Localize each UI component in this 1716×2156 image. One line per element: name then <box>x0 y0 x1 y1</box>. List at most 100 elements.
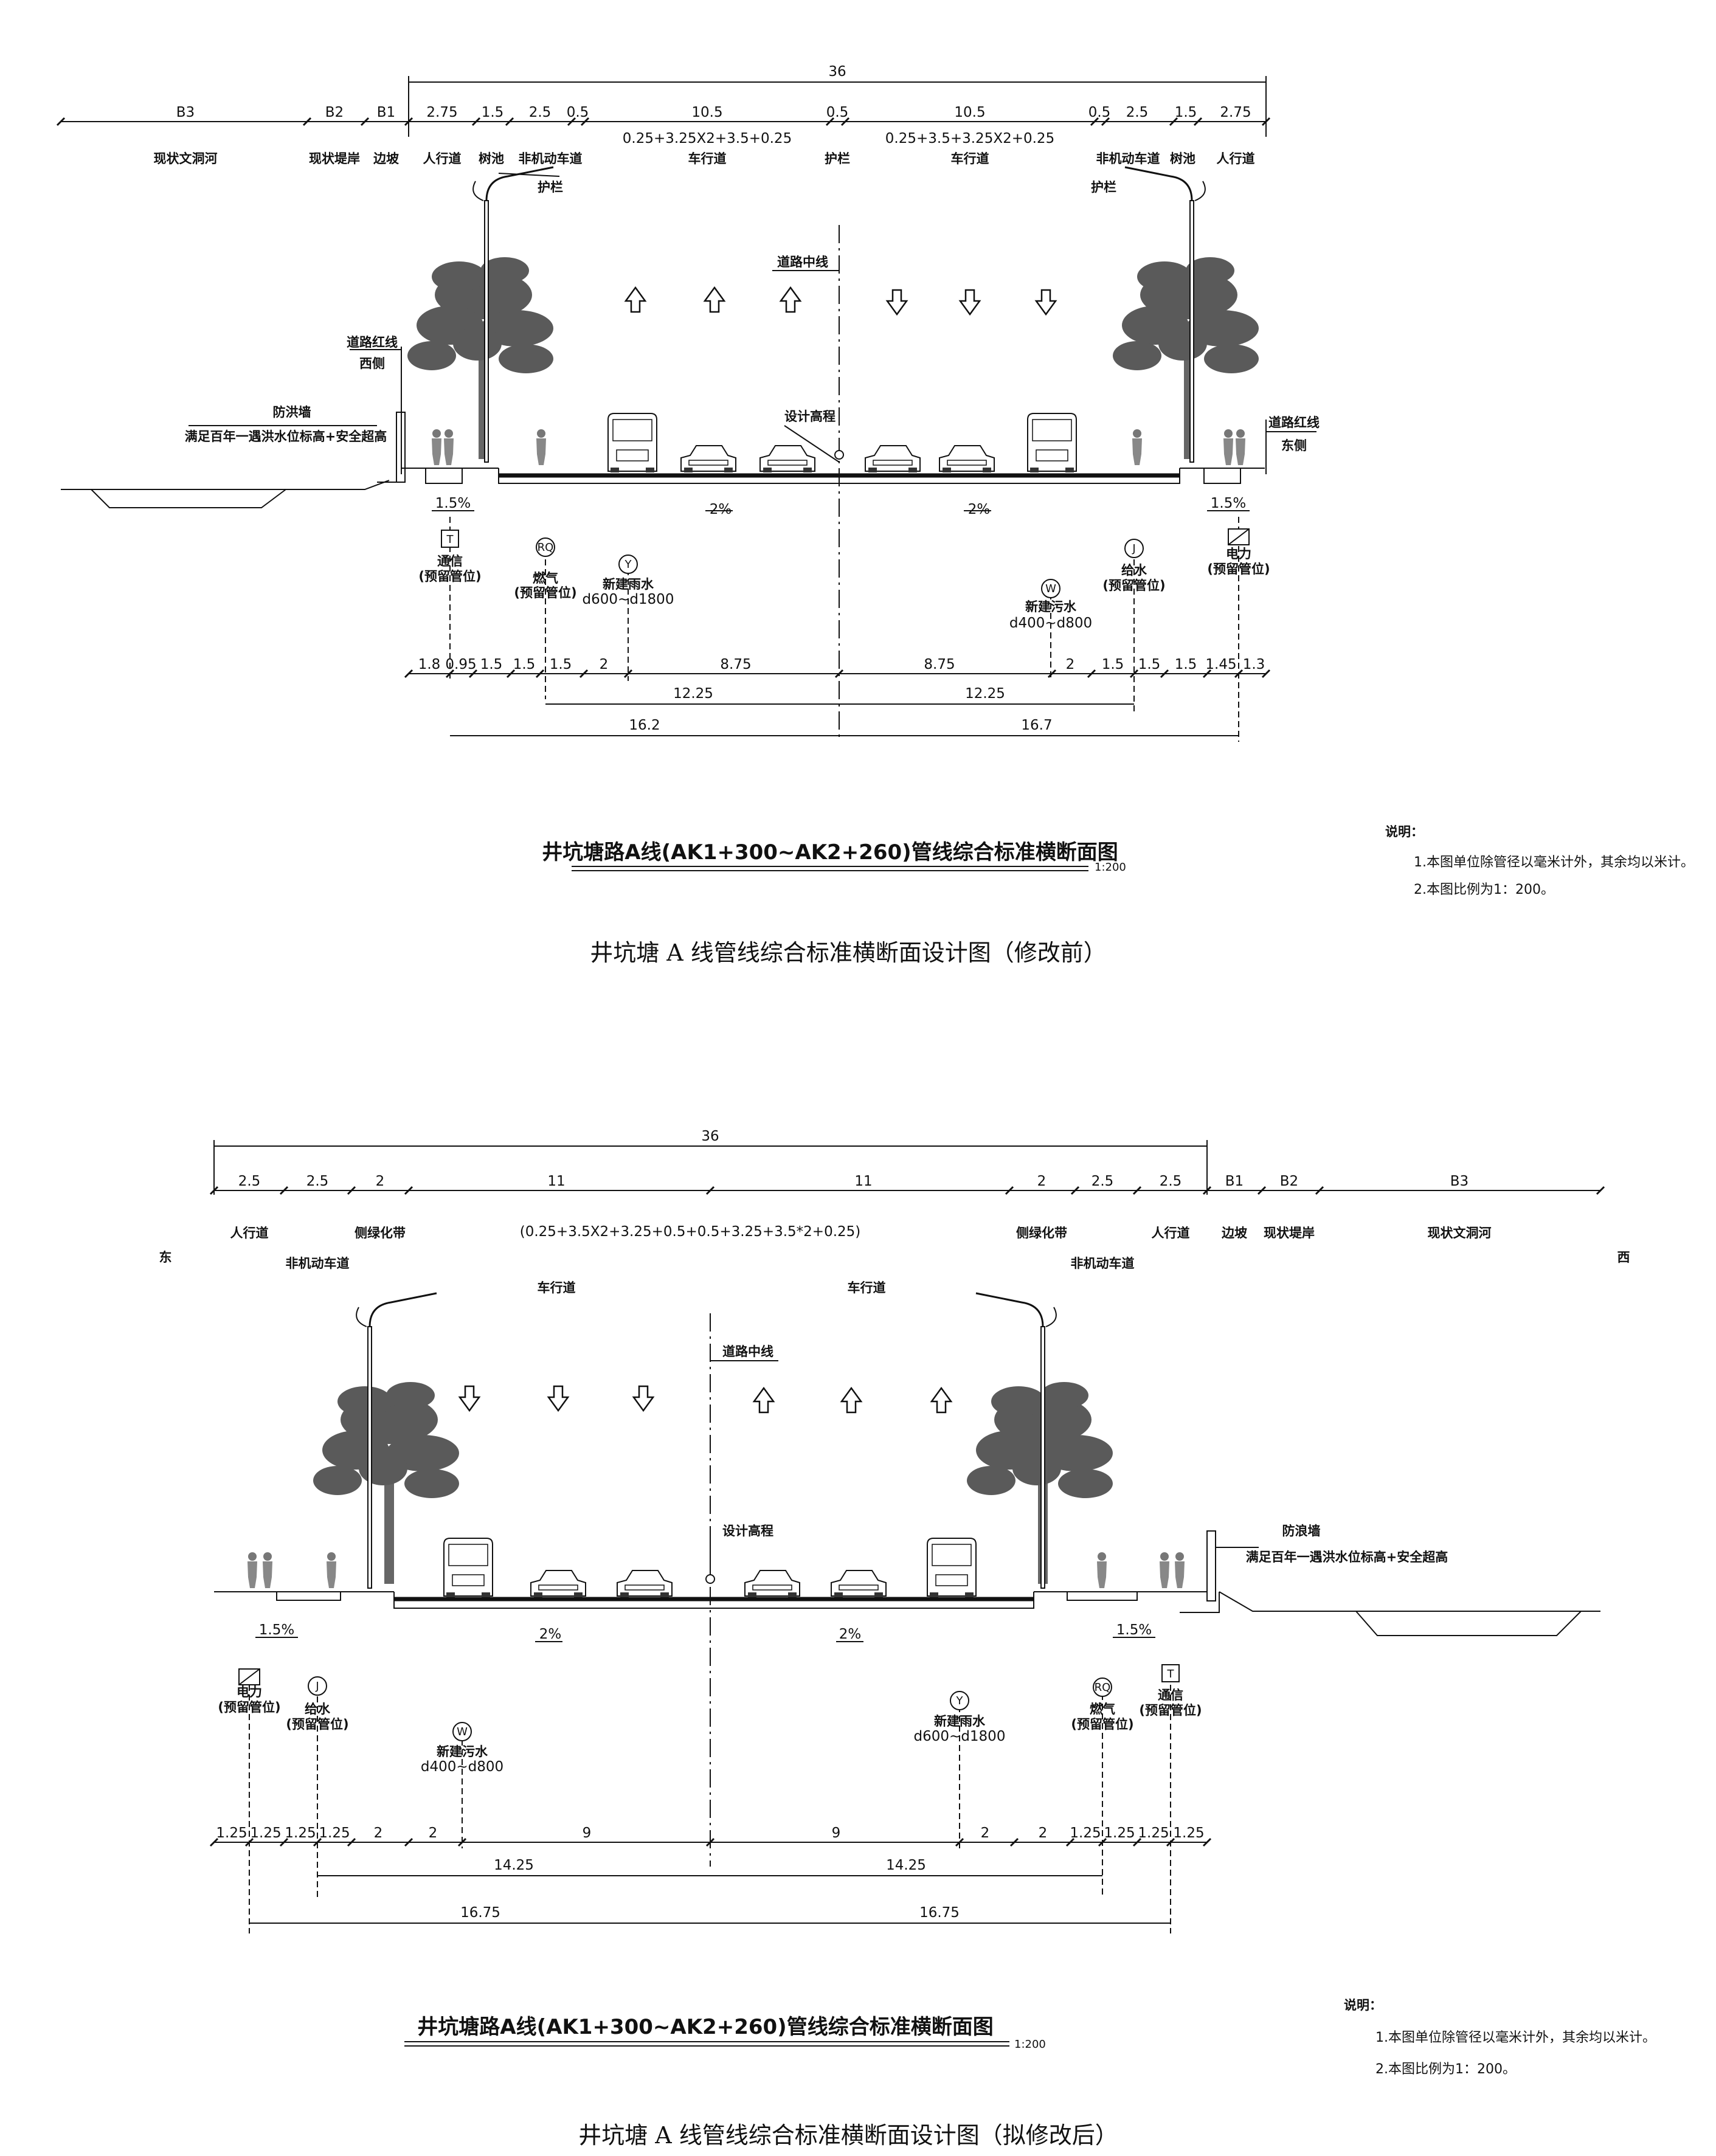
svg-text:d600~d1800: d600~d1800 <box>914 1729 1006 1744</box>
car-icon <box>530 1570 586 1598</box>
svg-text:2.本图比例为1：200。: 2.本图比例为1：200。 <box>1375 2062 1516 2077</box>
svg-text:12.25: 12.25 <box>965 686 1005 702</box>
pedestrian-icon <box>1223 429 1233 465</box>
svg-text:满足百年一遇洪水位标高+安全超高: 满足百年一遇洪水位标高+安全超高 <box>1246 1550 1448 1564</box>
svg-text:B2: B2 <box>325 105 344 120</box>
dim-tick <box>1009 1837 1019 1847</box>
svg-text:现状堤岸: 现状堤岸 <box>1264 1226 1315 1240</box>
svg-text:(预留管位): (预留管位) <box>286 1717 348 1732</box>
svg-text:1.25: 1.25 <box>1070 1825 1101 1841</box>
dim-tick <box>404 117 413 126</box>
dim-tick <box>705 1186 715 1195</box>
svg-text:2: 2 <box>981 1825 990 1841</box>
pedestrian-icon <box>1236 429 1245 465</box>
svg-text:2: 2 <box>374 1825 383 1841</box>
dim-tick <box>347 1837 356 1847</box>
svg-text:1.5: 1.5 <box>1175 657 1197 672</box>
dim-tick <box>1132 1186 1142 1195</box>
bottom-caption: 井坑塘 A 线管线综合标准横断面设计图（拟修改后） <box>578 2122 1118 2149</box>
svg-text:2: 2 <box>600 657 609 672</box>
dim-tick <box>1261 669 1271 679</box>
tree-icon <box>407 257 553 459</box>
svg-text:1.5: 1.5 <box>1138 657 1161 672</box>
svg-text:燃气: 燃气 <box>1090 1702 1115 1716</box>
svg-text:新建雨水: 新建雨水 <box>934 1714 986 1729</box>
svg-text:RQ: RQ <box>538 541 554 554</box>
svg-text:B2: B2 <box>1280 1173 1298 1189</box>
svg-text:14.25: 14.25 <box>494 1857 534 1873</box>
dim-tick <box>1202 1837 1212 1847</box>
svg-text:侧绿化带: 侧绿化带 <box>355 1226 406 1240</box>
svg-text:J: J <box>1132 542 1135 555</box>
svg-text:非机动车道: 非机动车道 <box>286 1256 350 1271</box>
svg-text:1.5%: 1.5% <box>435 496 471 511</box>
svg-text:9: 9 <box>583 1825 592 1841</box>
svg-text:人行道: 人行道 <box>1217 151 1255 166</box>
svg-text:树池: 树池 <box>1170 151 1195 166</box>
svg-text:Y: Y <box>956 1695 964 1707</box>
dim-tick <box>209 1186 219 1195</box>
svg-text:人行道: 人行道 <box>230 1226 269 1240</box>
dim-tick <box>580 117 590 126</box>
dim-tick <box>1090 117 1099 126</box>
svg-text:新建污水: 新建污水 <box>1025 599 1077 614</box>
svg-text:1.5: 1.5 <box>513 657 536 672</box>
svg-text:燃气: 燃气 <box>533 571 558 586</box>
svg-text:d600~d1800: d600~d1800 <box>583 592 674 607</box>
svg-text:(预留管位): (预留管位) <box>514 586 576 600</box>
svg-text:树池: 树池 <box>479 151 504 166</box>
svg-text:现状堤岸: 现状堤岸 <box>309 151 360 166</box>
svg-text:1.25: 1.25 <box>1138 1825 1169 1841</box>
svg-text:2%: 2% <box>968 502 991 517</box>
dim-tick <box>56 117 66 126</box>
svg-text:W: W <box>457 1726 468 1738</box>
svg-text:10.5: 10.5 <box>691 105 722 120</box>
svg-text:1.8: 1.8 <box>418 657 441 672</box>
dim-tick <box>1047 669 1057 679</box>
svg-text:边坡: 边坡 <box>1222 1226 1247 1240</box>
svg-text:侧绿化带: 侧绿化带 <box>1016 1226 1067 1240</box>
svg-text:2%: 2% <box>539 1626 562 1642</box>
svg-text:1.本图单位除管径以毫米计外，其余均以米计。: 1.本图单位除管径以毫米计外，其余均以米计。 <box>1414 855 1694 870</box>
svg-text:9: 9 <box>832 1825 841 1841</box>
dim-tick <box>404 669 413 679</box>
svg-text:设计高程: 设计高程 <box>784 409 836 424</box>
car-icon <box>680 445 736 473</box>
car-icon <box>865 445 921 473</box>
arrow-down-icon <box>886 289 908 316</box>
tree-icon <box>313 1382 459 1584</box>
svg-text:2.5: 2.5 <box>238 1173 261 1189</box>
svg-text:10.5: 10.5 <box>954 105 985 120</box>
dim-tick <box>834 669 844 679</box>
svg-text:(预留管位): (预留管位) <box>1207 562 1270 576</box>
dim-tick <box>705 1837 715 1847</box>
tree-icon <box>967 1382 1113 1584</box>
svg-text:1.25: 1.25 <box>216 1825 247 1841</box>
van-icon <box>443 1538 493 1598</box>
svg-text:人行道: 人行道 <box>1152 1226 1190 1240</box>
svg-text:(预留管位): (预留管位) <box>218 1700 280 1715</box>
svg-text:车行道: 车行道 <box>688 151 727 166</box>
arrow-up-icon <box>624 286 646 313</box>
water-symbol-icon <box>308 1676 327 1696</box>
dim-tick <box>1087 669 1096 679</box>
dim-tick <box>471 117 481 126</box>
svg-text:1.5: 1.5 <box>1175 105 1197 120</box>
svg-text:11: 11 <box>547 1173 565 1189</box>
svg-text:12.25: 12.25 <box>673 686 713 702</box>
svg-text:边坡: 边坡 <box>373 151 399 166</box>
dim-tick <box>1234 669 1244 679</box>
top-total-dim: 36 <box>828 64 846 80</box>
cyclist-icon <box>536 429 546 465</box>
svg-text:非机动车道: 非机动车道 <box>519 151 583 166</box>
dim-tick <box>313 1837 322 1847</box>
svg-text:2.5: 2.5 <box>1160 1173 1182 1189</box>
svg-text:Y: Y <box>624 558 632 571</box>
dim-tick <box>1202 1186 1212 1195</box>
svg-text:道路中线: 道路中线 <box>777 255 828 269</box>
svg-text:1.25: 1.25 <box>319 1825 350 1841</box>
svg-text:11: 11 <box>854 1173 872 1189</box>
dim-tick <box>244 1837 254 1847</box>
dim-tick <box>1070 1186 1080 1195</box>
arrow-down-icon <box>547 1385 569 1412</box>
